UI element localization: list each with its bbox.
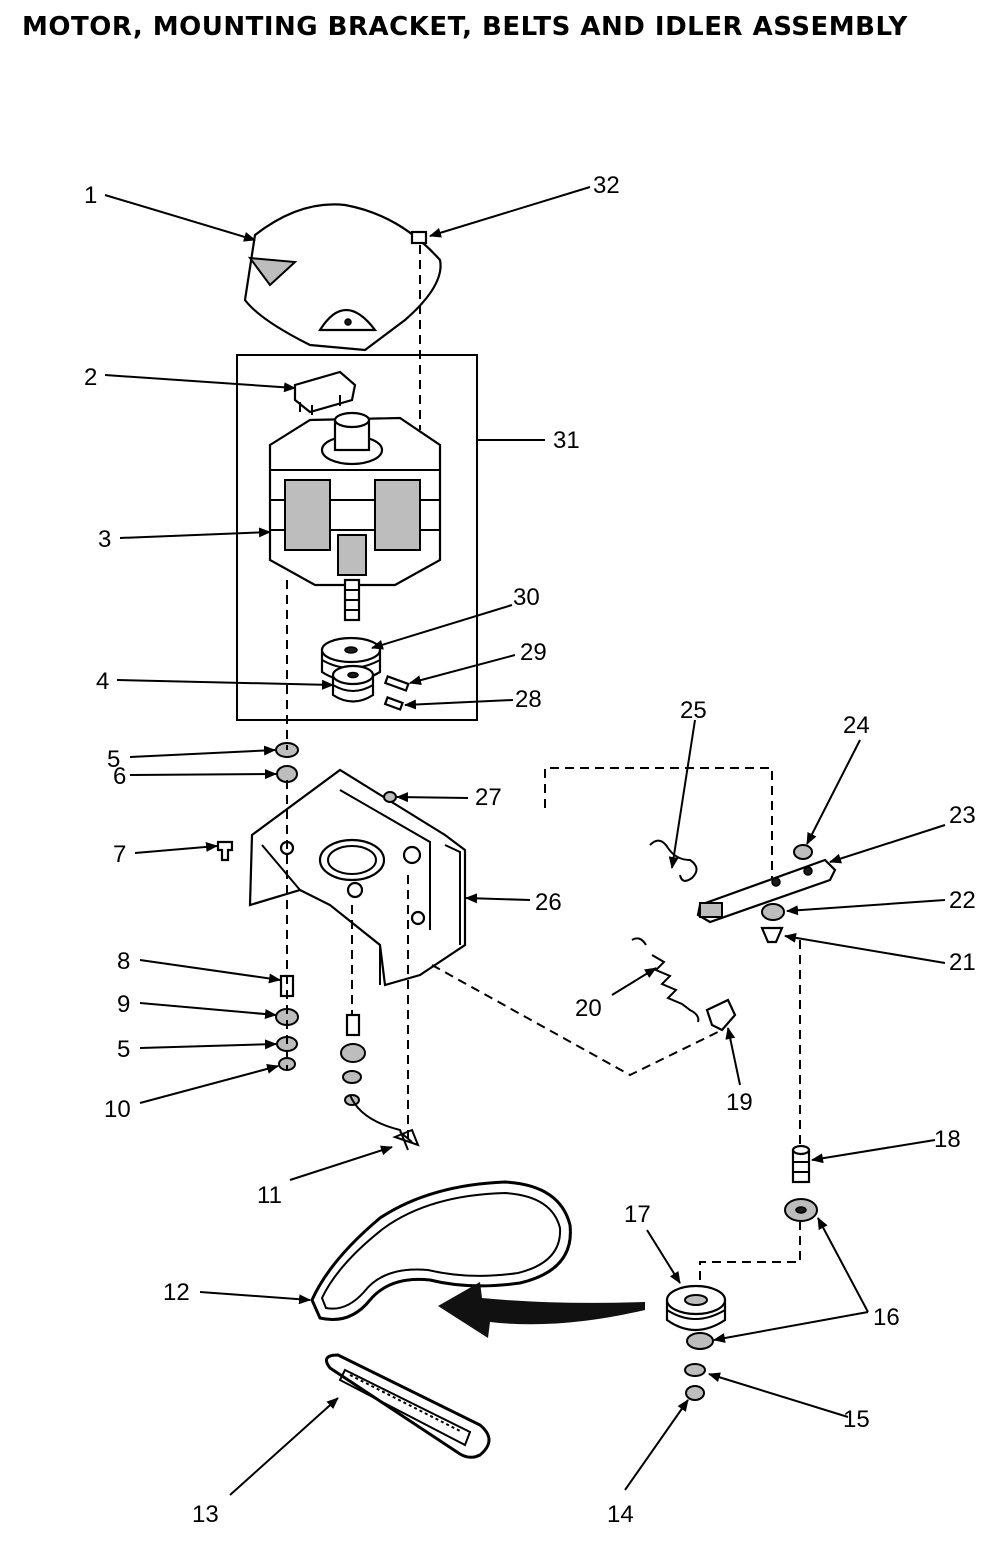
callout-label: 14: [607, 1501, 634, 1528]
motor-cover: [243, 203, 442, 352]
bolt-7: [216, 840, 234, 862]
callout-label: 15: [843, 1406, 870, 1433]
bracket-washer: [342, 1070, 362, 1084]
callout-label: 29: [520, 639, 547, 666]
bracket-grommet: [340, 1043, 366, 1063]
cogged-belt: [324, 1353, 491, 1459]
callout-label: 9: [117, 991, 130, 1018]
callout-label: 8: [117, 948, 130, 975]
callout-label: 4: [96, 668, 109, 695]
callout-labels: 1 2 3 4 5 6 7 8 9 5 10 11 12 13 14 15 16…: [84, 172, 976, 1528]
washer-15: [684, 1363, 706, 1377]
callout-label: 10: [104, 1096, 131, 1123]
callout-label: 31: [553, 427, 580, 454]
motor-switch: [293, 370, 357, 415]
callout-label: 3: [98, 526, 111, 553]
bearing-16-bottom: [686, 1332, 714, 1350]
callout-label: 5: [117, 1036, 130, 1063]
motor-pulley-small: [331, 664, 375, 703]
direction-arrow: [438, 1282, 645, 1338]
callout-label: 17: [624, 1201, 651, 1228]
grommet-6: [276, 765, 298, 783]
callout-label: 18: [934, 1126, 961, 1153]
diagram-title: MOTOR, MOUNTING BRACKET, BELTS AND IDLER…: [22, 12, 908, 42]
nut-27: [383, 791, 397, 803]
callout-label: 2: [84, 364, 97, 391]
callout-label: 16: [873, 1304, 900, 1331]
callout-label: 27: [475, 784, 502, 811]
nut-24: [793, 844, 813, 860]
callout-label: 19: [726, 1089, 753, 1116]
callout-label: 26: [535, 889, 562, 916]
idler-pulley: [665, 1284, 727, 1331]
washer-22: [761, 903, 785, 921]
motor: [268, 411, 442, 622]
bracket-stud: [345, 1013, 361, 1037]
callout-label: 23: [949, 802, 976, 829]
callout-label: 12: [163, 1279, 190, 1306]
callout-label: 22: [949, 887, 976, 914]
nut-32: [410, 230, 428, 245]
leader-lines: [104, 186, 946, 1496]
callout-label: 21: [949, 949, 976, 976]
ground-wire: [349, 1094, 413, 1151]
nut-14: [685, 1385, 705, 1401]
callout-label: 11: [257, 1182, 282, 1209]
callout-label: 30: [513, 584, 540, 611]
mounting-bracket: [248, 768, 467, 987]
callout-label: 7: [113, 841, 126, 868]
callout-label: 1: [84, 182, 97, 209]
idler-spring: [631, 937, 700, 1023]
set-screw-29: [383, 675, 410, 692]
callout-label: 28: [515, 686, 542, 713]
callout-label: 20: [575, 995, 602, 1022]
motor-assembly-frame: [236, 354, 478, 721]
callout-label: 24: [843, 712, 870, 739]
idler-spring-hook: [649, 839, 698, 882]
set-screw-28: [383, 696, 404, 711]
callout-label: 32: [593, 172, 620, 199]
callout-label: 5: [107, 746, 120, 773]
callout-label: 13: [192, 1501, 219, 1528]
callout-label: 25: [680, 697, 707, 724]
idler-shaft: [791, 1144, 811, 1184]
idler-arm: [696, 858, 837, 924]
callout-label: 6: [113, 763, 126, 790]
drive-belt: [310, 1180, 572, 1321]
bolt-21: [760, 926, 784, 944]
spring-clip: [705, 998, 737, 1032]
